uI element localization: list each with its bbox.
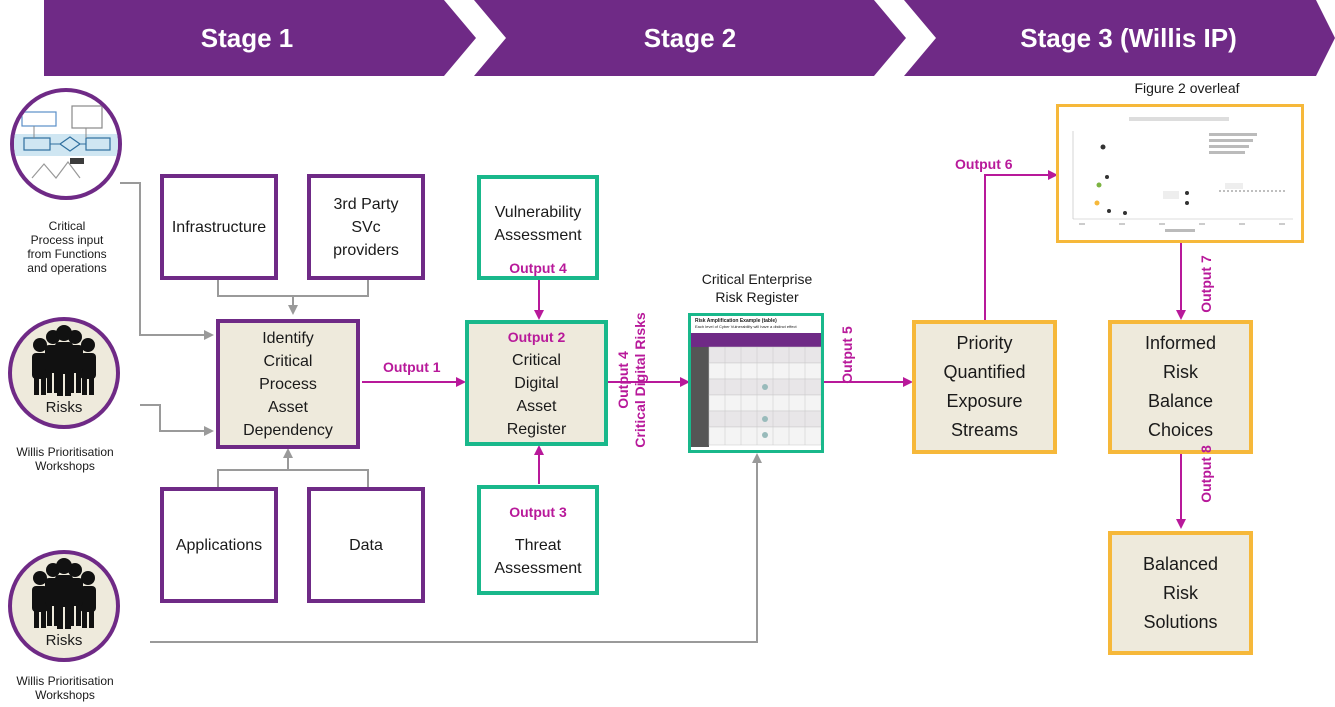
- output-3-label: Output 3: [509, 503, 567, 520]
- priority-box: Priority Quantified Exposure Streams: [912, 320, 1057, 454]
- output-1-label: Output 1: [383, 359, 441, 375]
- infrastructure-box: Infrastructure: [160, 174, 278, 280]
- register-table-graphic: [691, 333, 821, 447]
- risks-label-2: Risks: [45, 632, 83, 649]
- register-title: Critical Enterprise Risk Register: [701, 271, 813, 305]
- app-data-merge-connector: [217, 469, 369, 487]
- people-icon: [32, 325, 96, 396]
- data-box: Data: [307, 487, 425, 603]
- threat-box: Output 3 Threat Assessment: [477, 485, 599, 595]
- output-5-label: Output 5: [839, 326, 855, 384]
- identify-box: Identify Critical Process Asset Dependen…: [216, 319, 360, 449]
- register-table-title: Risk Amplification Example (table): [695, 318, 777, 324]
- vulnerability-box: Vulnerability Assessment Output 4: [477, 175, 599, 280]
- figure-2-thumbnail: [1056, 104, 1304, 243]
- balanced-risk-box: Balanced Risk Solutions: [1108, 531, 1253, 655]
- process-input-connector: [120, 182, 214, 340]
- critical-digital-asset-register-box: Output 2 Critical Digital Asset Register: [465, 320, 608, 446]
- risks-connector: [140, 404, 214, 436]
- scatter-thumbnail-graphic: [1072, 117, 1293, 232]
- stage-1-banner: Stage 1: [44, 0, 476, 76]
- process-input-circle: [10, 88, 122, 200]
- applications-box: Applications: [160, 487, 278, 603]
- process-input-caption: Critical Process input from Functions an…: [27, 219, 107, 275]
- risks-circle-2: Risks: [8, 550, 120, 662]
- informed-risk-box: Informed Risk Balance Choices: [1108, 320, 1253, 454]
- output-2-label: Output 2: [507, 328, 566, 345]
- process-map-thumbnail: [14, 105, 118, 179]
- figure-caption: Figure 2 overleaf: [1134, 80, 1240, 96]
- risks-label-1: Risks: [45, 399, 83, 416]
- stage-1-label: Stage 1: [200, 23, 294, 53]
- output-6-arrow: [984, 170, 1058, 320]
- output-4-critical-digital-risks-label: Output 4 Critical Digital Risks: [615, 312, 648, 448]
- workshops-caption-1: Willis Prioritisation Workshops: [16, 445, 114, 473]
- stage-3-banner: Stage 3 (Willis IP): [904, 0, 1335, 76]
- workshops-caption-2: Willis Prioritisation Workshops: [16, 674, 114, 702]
- output-8-label: Output 8: [1198, 445, 1214, 503]
- workshops-register-connector: [150, 453, 762, 643]
- output-4-label: Output 4: [509, 260, 567, 276]
- stage-3-label: Stage 3 (Willis IP): [1020, 23, 1237, 53]
- stage-2-label: Stage 2: [643, 23, 737, 53]
- output-7-label: Output 7: [1198, 255, 1214, 313]
- register-table-subtitle: Each level of Cyber Vulnerability will h…: [695, 324, 797, 329]
- people-icon: [32, 558, 96, 629]
- risk-register-thumbnail: Risk Amplification Example (table) Each …: [688, 313, 824, 453]
- infra-merge-connector: [217, 280, 369, 297]
- risks-circle-1: Risks: [8, 317, 120, 429]
- output-6-label: Output 6: [955, 156, 1013, 172]
- stage-2-banner: Stage 2: [474, 0, 906, 76]
- third-party-box: 3rd Party SVc providers: [307, 174, 425, 280]
